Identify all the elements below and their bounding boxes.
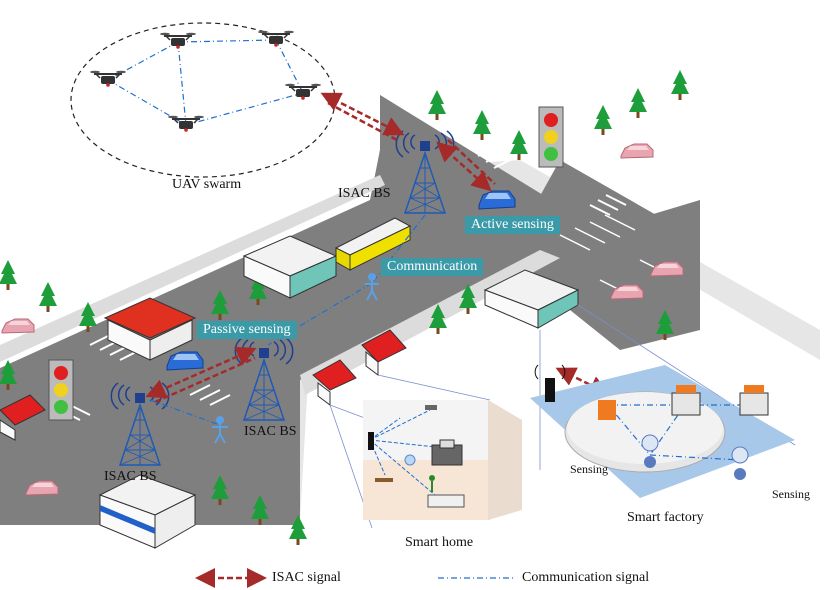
smart-factory-floor [530,304,796,498]
passive-sensing-tag: Passive sensing [197,321,297,339]
smart-home-label: Smart home [405,535,474,550]
traffic-light-left [48,359,74,421]
sensing-label: Sensing [772,487,811,501]
uav-swarm-label: UAV swarm [172,177,242,192]
person-icon [365,273,379,301]
buildings [0,217,580,549]
smart-factory-label: Smart factory [627,510,704,525]
legend-isac-signal-label: ISAC signal [272,570,341,585]
active-sensing-tag: Active sensing [465,216,560,234]
drone-icon [159,31,197,50]
legend-communication-signal-label: Communication signal [522,570,650,585]
communication-tag: Communication [381,258,484,276]
drone-icon [284,82,322,101]
isac-bs-label: ISAC BS [104,469,157,484]
sensing-label: Sensing [570,462,609,476]
smart-home-room [329,374,522,529]
car-pink [1,318,35,334]
drone-icon [89,69,127,88]
car-pink [620,143,654,159]
isac-bs-label: ISAC BS [244,424,297,439]
drone-icon [257,29,295,48]
isac-bs-label: ISAC BS [338,186,391,201]
uav-swarm-group [70,22,336,178]
person-icon [212,416,228,444]
drone-icon [167,114,205,133]
traffic-light-right [538,106,564,168]
